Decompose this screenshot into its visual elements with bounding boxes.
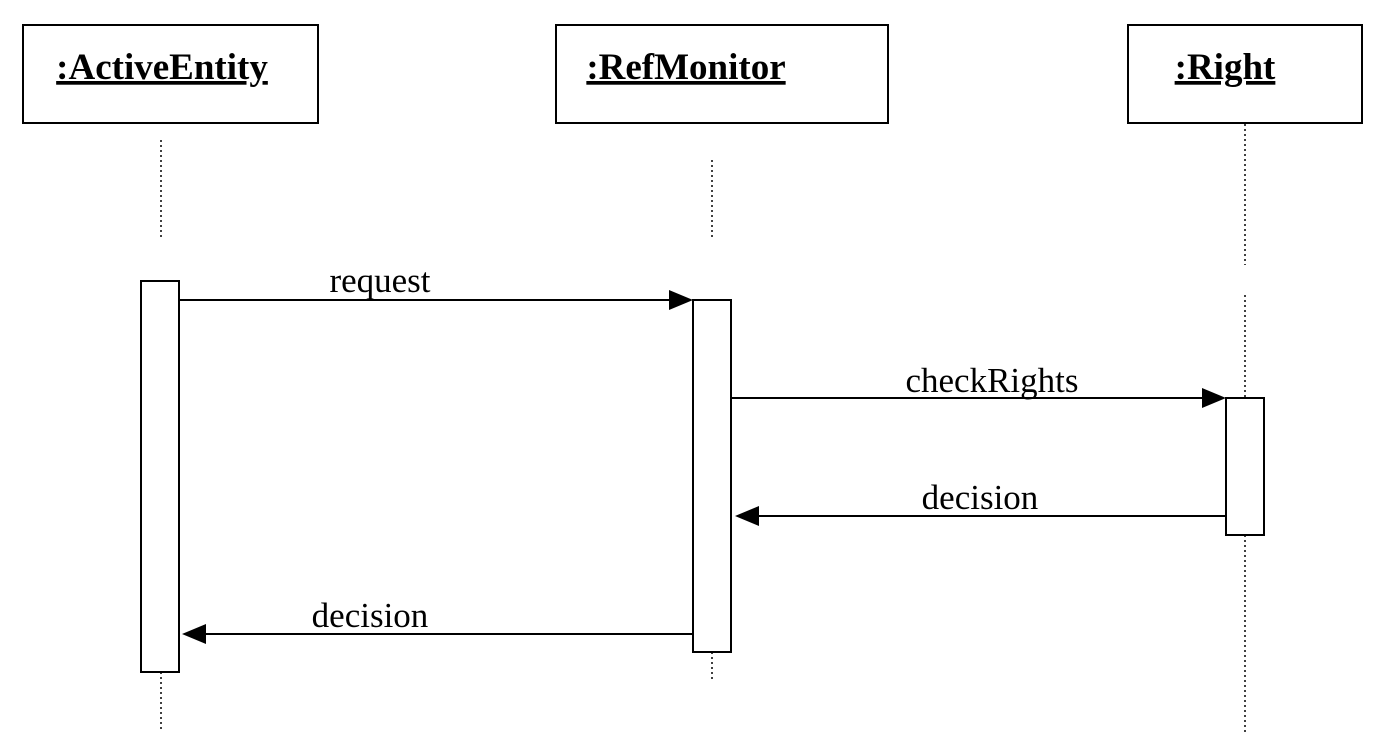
- message-label: checkRights: [905, 361, 1078, 400]
- object-label: :RefMonitor: [586, 47, 785, 88]
- arrowhead-right-icon: [1202, 388, 1226, 408]
- message-checkrights: checkRights: [731, 361, 1226, 408]
- activation-bar-activeentity: [140, 280, 180, 673]
- arrowhead-left-icon: [182, 624, 206, 644]
- object-box: [1127, 24, 1363, 124]
- arrowhead-right-icon: [669, 290, 693, 310]
- object-box: [555, 24, 889, 124]
- object-activeentity: :ActiveEntity: [22, 24, 319, 124]
- message-label: decision: [312, 596, 429, 635]
- activation-bar-refmonitor: [692, 299, 732, 653]
- message-request: request: [179, 261, 693, 310]
- arrowhead-left-icon: [735, 506, 759, 526]
- message-decision-to-activeentity: decision: [182, 596, 693, 644]
- object-box: [22, 24, 319, 124]
- message-label: request: [329, 261, 430, 300]
- object-refmonitor: :RefMonitor: [555, 24, 889, 124]
- message-label: decision: [922, 478, 1039, 517]
- message-decision-to-refmonitor: decision: [735, 478, 1226, 526]
- object-label: :ActiveEntity: [56, 47, 268, 88]
- lifelines: [160, 124, 1246, 732]
- activation-bar-right: [1225, 397, 1265, 536]
- object-right: :Right: [1127, 24, 1363, 124]
- object-label: :Right: [1175, 47, 1276, 88]
